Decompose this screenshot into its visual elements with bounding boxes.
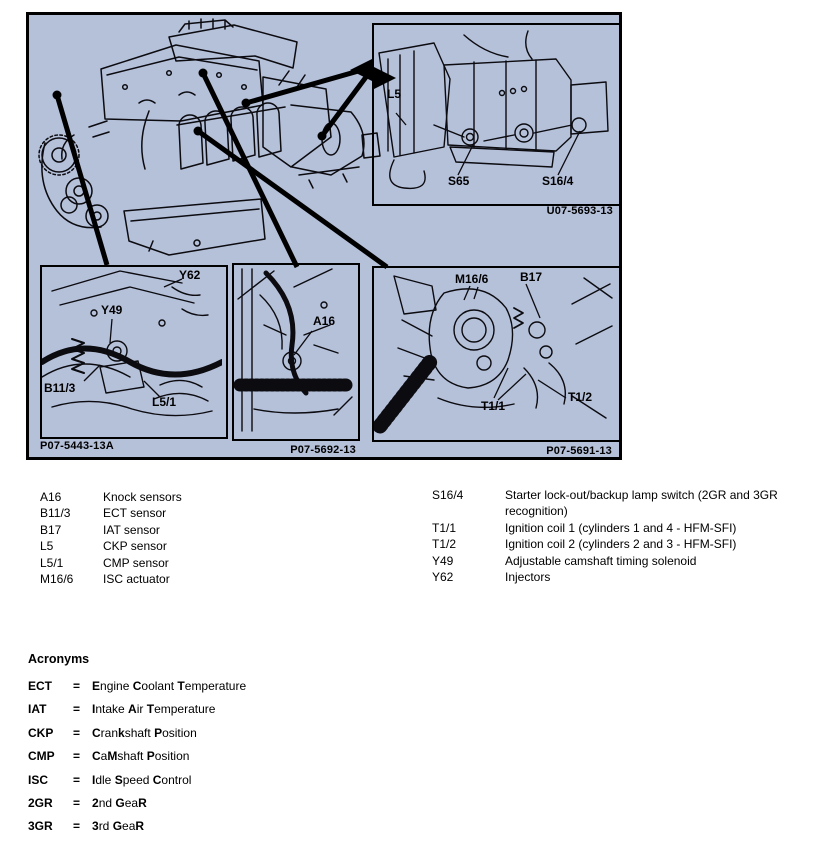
- knock-sensor-art: [234, 268, 353, 432]
- acronym-row: ECT = Engine Coolant Temperature: [28, 675, 246, 698]
- legend-row: M16/6 ISC actuator: [40, 571, 403, 587]
- component-desc: Adjustable camshaft timing solenoid: [505, 553, 697, 568]
- label-y62: Y62: [179, 268, 201, 282]
- legend-row: T1/1 Ignition coil 1 (cylinders 1 and 4 -…: [432, 520, 790, 536]
- component-code: Y49: [432, 553, 454, 568]
- acronym-abbr: IAT: [28, 702, 47, 717]
- component-code: L5/1: [40, 555, 64, 570]
- acronyms-title: Acronyms: [28, 652, 90, 666]
- acronym-row: CKP = Crankshaft Position: [28, 722, 246, 745]
- label-t1-1: T1/1: [481, 399, 506, 413]
- transmission-art: [374, 30, 609, 190]
- component-desc: Starter lock-out/backup lamp switch (2GR…: [505, 488, 778, 519]
- label-b11-3: B11/3: [44, 381, 76, 395]
- equals-sign: =: [73, 725, 81, 740]
- acronym-abbr: 3GR: [28, 819, 53, 834]
- equals-sign: =: [73, 796, 81, 811]
- acronym-row: CMP = CaMshaft Position: [28, 745, 246, 768]
- equals-sign: =: [73, 679, 81, 693]
- inset-knock-sensor-view: A16: [232, 263, 360, 441]
- equals-sign: =: [73, 772, 81, 787]
- component-desc: IAT sensor: [103, 522, 160, 537]
- acronym-abbr: ECT: [28, 679, 52, 693]
- acronyms-section: Acronyms ECT=Engine Coolant Temperature …: [28, 652, 246, 839]
- acronym-row: IAT = Intake Air Temperature: [28, 698, 246, 721]
- inset-ignition-view: M16/6 B17 T1/1 T1/2: [372, 266, 621, 442]
- legend-row: L5/1 CMP sensor: [40, 555, 403, 571]
- component-code: M16/6: [40, 572, 74, 587]
- acronym-expansion: Engine Coolant Temperature: [92, 679, 247, 693]
- acronym-abbr: CMP: [28, 749, 55, 764]
- component-desc: Knock sensors: [103, 490, 182, 504]
- acronym-expansion: 3rd GeaR: [92, 819, 145, 834]
- acronym-row: 3GR = 3rd GeaR: [28, 815, 246, 838]
- component-desc: CMP sensor: [103, 555, 169, 570]
- acronym-expansion: CaMshaft Position: [92, 749, 190, 764]
- legend-left-column: A16 Knock sensors B11/3 ECT sensor B17 IAT …: [40, 489, 403, 587]
- equals-sign: =: [73, 749, 81, 764]
- label-a16: A16: [313, 314, 336, 328]
- engine-line-art: [38, 18, 389, 270]
- figure-number-camshaft: P07-5443-13A: [40, 440, 114, 452]
- inset-camshaft-view: Y62 Y49 B11/3 L5/1: [40, 265, 228, 439]
- acronym-abbr: 2GR: [28, 796, 53, 811]
- legend-row: L5 CKP sensor: [40, 538, 403, 554]
- ignition-art: [374, 275, 613, 434]
- acronym-expansion: Idle Speed Control: [92, 772, 192, 787]
- label-l5: L5: [387, 87, 402, 101]
- component-code: T1/1: [432, 520, 457, 535]
- component-desc: CKP sensor: [103, 539, 167, 554]
- acronym-expansion: Crankshaft Position: [92, 725, 197, 740]
- component-desc: Ignition coil 2 (cylinders 2 and 3 - HFM…: [505, 537, 737, 552]
- equals-sign: =: [73, 702, 81, 717]
- label-s16-4: S16/4: [542, 174, 574, 188]
- acronym-expansion: 2nd GeaR: [92, 796, 147, 811]
- legend-row: Y62 Injectors: [432, 569, 790, 585]
- label-y49: Y49: [101, 303, 123, 317]
- label-b17: B17: [520, 270, 543, 284]
- engine-location-figure: L5 S65 S16/4 U07-5693-13: [26, 12, 622, 460]
- figure-number-ignition: P07-5691-13: [546, 445, 612, 457]
- label-s65: S65: [448, 174, 470, 188]
- acronym-abbr: CKP: [28, 725, 54, 740]
- component-desc: ISC actuator: [103, 572, 170, 587]
- legend-right-column: S16/4 Starter lock-out/backup lamp switch…: [432, 487, 790, 585]
- figure-number-knock: P07-5692-13: [290, 444, 356, 456]
- component-code: A16: [40, 490, 62, 504]
- acronym-row: ISC = Idle Speed Control: [28, 769, 246, 792]
- label-m16-6: M16/6: [455, 272, 489, 286]
- component-code: B17: [40, 522, 62, 537]
- inset-transmission-view: L5 S65 S16/4: [372, 23, 621, 206]
- label-t1-2: T1/2: [568, 390, 593, 404]
- component-code: Y62: [432, 570, 454, 585]
- equals-sign: =: [73, 819, 81, 834]
- component-code: S16/4: [432, 488, 464, 502]
- legend-row: Y49 Adjustable camshaft timing solenoid: [432, 553, 790, 569]
- component-desc: Injectors: [505, 570, 551, 585]
- label-l5-1: L5/1: [152, 395, 177, 409]
- legend-row: A16 Knock sensors: [40, 489, 403, 505]
- acronym-expansion: Intake Air Temperature: [92, 702, 216, 717]
- legend-row: B17 IAT sensor: [40, 522, 403, 538]
- component-code: L5: [40, 539, 54, 554]
- camshaft-art: [42, 270, 222, 417]
- legend-row: T1/2 Ignition coil 2 (cylinders 2 and 3 -…: [432, 536, 790, 552]
- legend-row: S16/4 Starter lock-out/backup lamp switch…: [432, 487, 790, 520]
- component-code: T1/2: [432, 537, 457, 552]
- component-code: B11/3: [40, 506, 71, 521]
- acronym-row: 2GR = 2nd GeaR: [28, 792, 246, 815]
- component-desc: ECT sensor: [103, 506, 167, 521]
- component-desc: Ignition coil 1 (cylinders 1 and 4 - HFM…: [505, 520, 737, 535]
- figure-number-transmission: U07-5693-13: [546, 205, 613, 217]
- acronym-abbr: ISC: [28, 772, 49, 787]
- legend-row: B11/3 ECT sensor: [40, 505, 403, 521]
